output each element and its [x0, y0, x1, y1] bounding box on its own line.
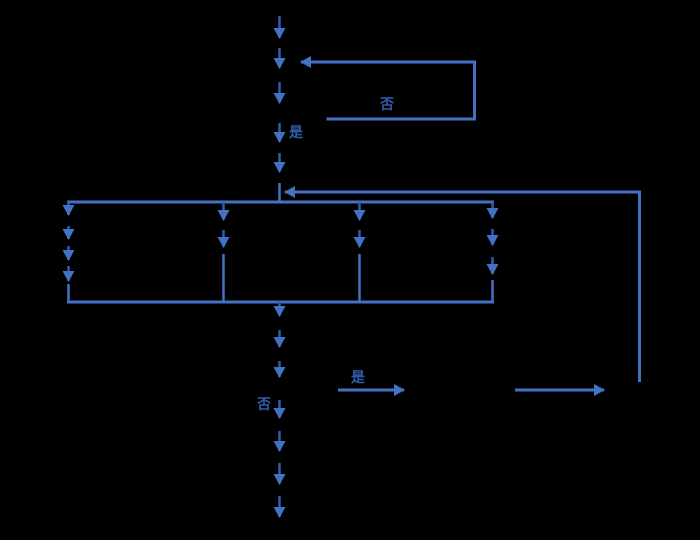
loop-return-connector — [284, 186, 641, 382]
parallel-section-frame — [67, 183, 494, 304]
bottom-yes-label: 是 — [351, 370, 365, 386]
top-no-loop-connector — [300, 56, 476, 121]
top-yes-label: 是 — [289, 125, 303, 141]
bottom-no-label: 否 — [257, 397, 271, 413]
top-loop-no-label: 否 — [380, 97, 394, 113]
